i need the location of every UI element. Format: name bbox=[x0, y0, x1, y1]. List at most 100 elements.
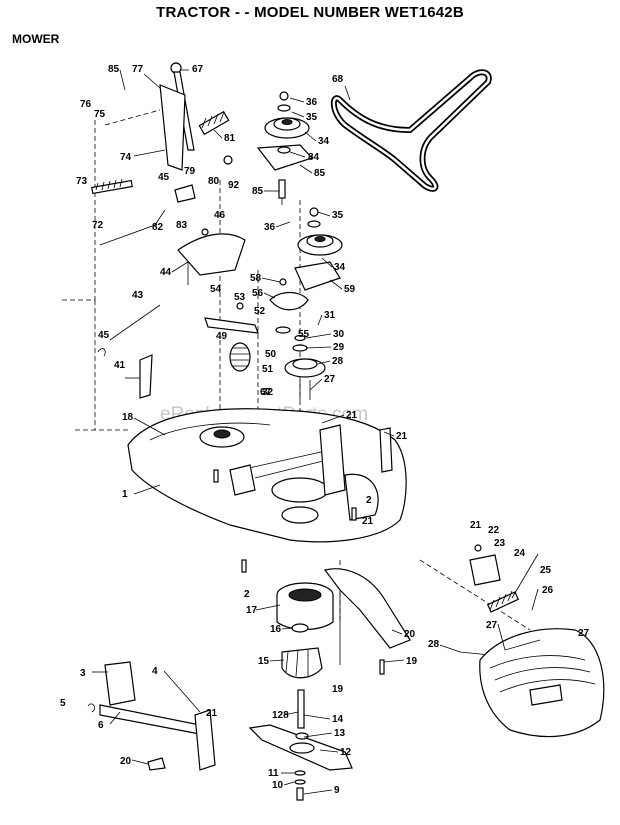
spring-80 bbox=[198, 110, 230, 136]
deck-hanger-bracket bbox=[87, 661, 216, 771]
label-34: 31 bbox=[324, 310, 336, 321]
label-72: 73 bbox=[76, 176, 88, 187]
label-12: 13 bbox=[334, 728, 346, 739]
label-21d: 21 bbox=[470, 520, 482, 531]
label-83: 84 bbox=[308, 152, 320, 163]
label-36b: 34 bbox=[334, 262, 346, 273]
label-75: 76 bbox=[80, 99, 92, 110]
label-16: 17 bbox=[246, 605, 258, 616]
blade-bolt bbox=[294, 770, 306, 801]
label-59: 59 bbox=[344, 284, 356, 295]
label-11: 12 bbox=[340, 747, 352, 758]
label-35: 32 bbox=[262, 387, 274, 398]
label-40b: 36 bbox=[264, 222, 276, 233]
label-77: 77 bbox=[132, 64, 144, 75]
label-29: 28 bbox=[428, 639, 440, 650]
label-18b: 19 bbox=[332, 684, 344, 695]
label-40a: 36 bbox=[306, 97, 318, 108]
label-41: 41 bbox=[114, 360, 126, 371]
label-80: 81 bbox=[224, 133, 236, 144]
label-92: 92 bbox=[228, 180, 240, 191]
label-28: 27 bbox=[486, 620, 498, 631]
idler-pulley-lower bbox=[294, 207, 343, 291]
lift-links bbox=[97, 304, 161, 399]
label-21e: 21 bbox=[206, 708, 218, 719]
label-21c: 21 bbox=[362, 516, 374, 527]
spindle-assembly bbox=[276, 582, 334, 729]
label-37b: 35 bbox=[332, 210, 344, 221]
label-4: 4 bbox=[152, 666, 158, 677]
label-23: 23 bbox=[494, 538, 506, 549]
label-49: 50 bbox=[265, 349, 277, 360]
label-32: 29 bbox=[333, 342, 345, 353]
deck-bracket-21 bbox=[379, 427, 393, 473]
lift-rod-71 bbox=[99, 209, 166, 246]
label-37a: 35 bbox=[306, 112, 318, 123]
label-82: 83 bbox=[176, 220, 188, 231]
label-67: 67 bbox=[192, 64, 204, 75]
label-128: 14 bbox=[332, 714, 344, 725]
diagram-title: TRACTOR - - MODEL NUMBER WET1642B bbox=[156, 4, 464, 21]
label-53: 54 bbox=[210, 284, 222, 295]
label-51: 52 bbox=[254, 306, 266, 317]
label-24: 24 bbox=[514, 548, 526, 559]
label-17: 18 bbox=[122, 412, 134, 423]
label-56: 58 bbox=[250, 273, 262, 284]
label-15: 16 bbox=[270, 624, 282, 635]
label-20: 20 bbox=[404, 629, 416, 640]
label-6: 6 bbox=[98, 720, 104, 731]
label-71: 72 bbox=[92, 220, 104, 231]
mower-deck bbox=[127, 408, 407, 543]
label-25: 25 bbox=[540, 565, 552, 576]
label-2b: 2 bbox=[244, 589, 250, 600]
label-55: 56 bbox=[252, 288, 264, 299]
lift-lever bbox=[159, 62, 195, 171]
label-45a: 45 bbox=[158, 172, 170, 183]
label-78: 79 bbox=[184, 166, 196, 177]
label-79: 80 bbox=[208, 176, 220, 187]
label-19: 20 bbox=[120, 756, 132, 767]
label-81: 82 bbox=[152, 222, 164, 233]
fasteners bbox=[174, 155, 385, 675]
label-68: 68 bbox=[332, 74, 344, 85]
bolt-19 bbox=[147, 757, 166, 771]
label-84: 85 bbox=[314, 168, 326, 179]
mower-belt bbox=[330, 69, 492, 192]
label-26: 26 bbox=[542, 585, 554, 596]
label-58: 67 bbox=[260, 387, 272, 398]
discharge-chute bbox=[479, 628, 605, 738]
label-10: 11 bbox=[268, 768, 279, 779]
label-8: 9 bbox=[334, 785, 340, 796]
label-21a: 21 bbox=[346, 410, 358, 421]
spring-72 bbox=[91, 178, 133, 195]
label-21b: 21 bbox=[396, 431, 408, 442]
label-43: 43 bbox=[132, 290, 144, 301]
chute-bracket bbox=[469, 544, 520, 613]
label-48: 49 bbox=[216, 331, 228, 342]
idler-pulley-upper bbox=[256, 91, 314, 205]
label-13: 128 bbox=[272, 710, 289, 721]
label-31: 28 bbox=[332, 356, 344, 367]
label-52: 53 bbox=[234, 292, 246, 303]
label-36a: 34 bbox=[318, 136, 330, 147]
spring-58 bbox=[229, 342, 251, 372]
baffle-20 bbox=[323, 568, 411, 649]
label-9: 10 bbox=[272, 780, 284, 791]
label-22: 22 bbox=[488, 525, 500, 536]
label-85: 85 bbox=[252, 186, 264, 197]
label-5: 5 bbox=[60, 698, 66, 709]
label-54: 55 bbox=[298, 329, 310, 340]
blade-pulley bbox=[284, 334, 326, 400]
label-74: 75 bbox=[94, 109, 106, 120]
label-33: 30 bbox=[333, 329, 345, 340]
label-2a: 2 bbox=[366, 495, 372, 506]
idler-plate-55 bbox=[269, 278, 309, 334]
part-number-labels: 85 77 67 68 76 75 36 35 81 34 74 84 79 8… bbox=[60, 64, 590, 796]
label-27: 27 bbox=[578, 628, 590, 639]
label-76: 85 bbox=[108, 64, 120, 75]
label-3: 3 bbox=[80, 668, 86, 679]
leader-lines bbox=[92, 69, 539, 795]
idler-arm-53 bbox=[204, 302, 259, 334]
label-73: 74 bbox=[120, 152, 132, 163]
